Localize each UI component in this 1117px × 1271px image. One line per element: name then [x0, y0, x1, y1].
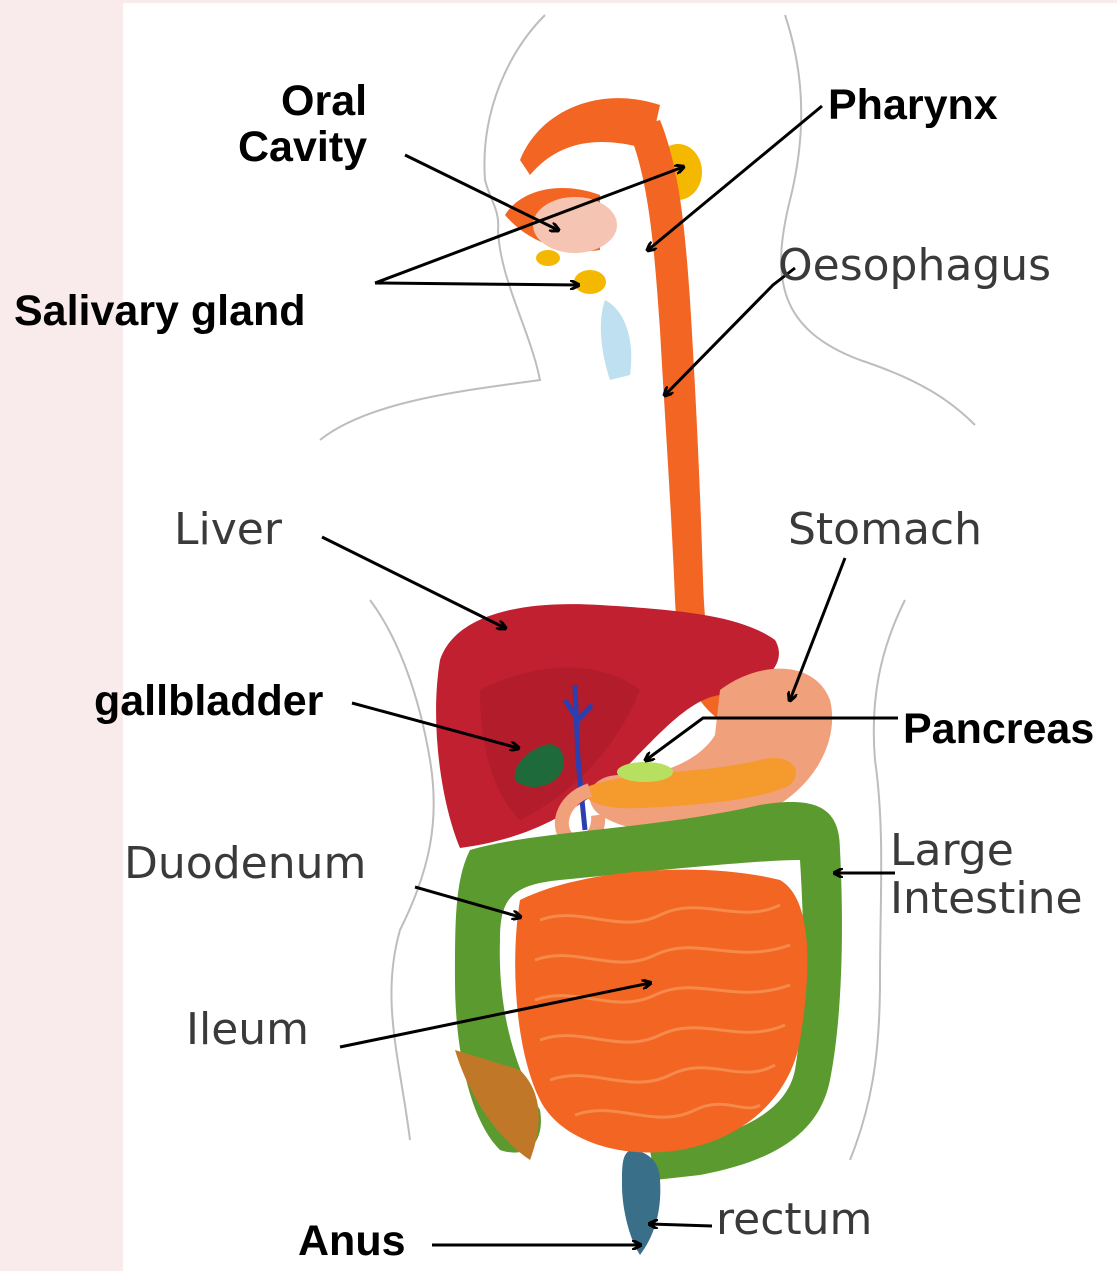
label-oral-cavity: Oral Cavity	[238, 78, 367, 171]
label-anus: Anus	[298, 1218, 406, 1264]
label-liver: Liver	[174, 506, 282, 554]
rectum-shape	[622, 1150, 660, 1255]
label-large-intestine: Large Intestine	[890, 827, 1083, 922]
label-salivary-gland: Salivary gland	[14, 288, 306, 334]
label-pharynx: Pharynx	[828, 82, 998, 128]
label-duodenum: Duodenum	[124, 840, 366, 888]
label-pancreas: Pancreas	[903, 706, 1094, 752]
arrow-liver	[322, 537, 505, 628]
label-rectum: rectum	[716, 1196, 872, 1244]
label-stomach: Stomach	[788, 506, 982, 554]
label-oesophagus: Oesophagus	[778, 242, 1051, 290]
label-gallbladder: gallbladder	[94, 678, 323, 724]
small-intestine-shape	[515, 870, 807, 1153]
arrow-stomach	[790, 558, 845, 700]
arrow-rectum	[650, 1224, 712, 1226]
label-ileum: Ileum	[186, 1006, 309, 1054]
arrow-salivary-lower	[375, 283, 578, 285]
arrow-salivary-upper	[375, 167, 683, 283]
